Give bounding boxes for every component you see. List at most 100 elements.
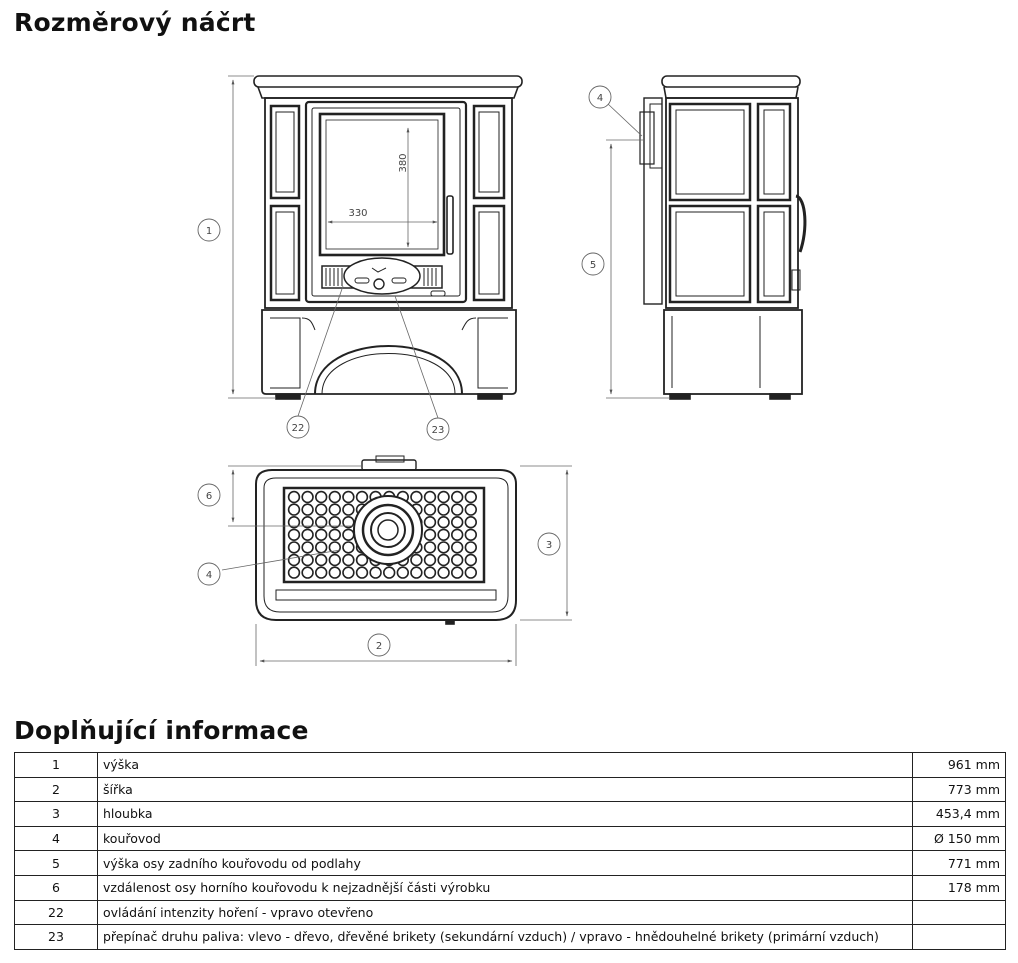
ring-decoration <box>287 490 301 504</box>
ring-decoration <box>437 541 450 554</box>
callout-22: 22 <box>286 415 310 439</box>
ring-decoration <box>464 541 477 554</box>
ring-decoration <box>383 566 396 579</box>
svg-text:4: 4 <box>206 570 212 581</box>
row-value <box>912 899 1006 926</box>
front-view <box>253 75 523 400</box>
ring-decoration <box>301 515 314 529</box>
callout-23: 23 <box>426 417 450 441</box>
ring-decoration <box>287 528 301 541</box>
ring-decoration <box>315 566 328 579</box>
ring-decoration <box>328 503 341 516</box>
ring-decoration <box>396 566 409 579</box>
ring-decoration <box>328 490 341 504</box>
svg-text:6: 6 <box>206 491 212 502</box>
ring-decoration <box>451 490 464 504</box>
ring-decoration <box>328 566 341 579</box>
callout-3: 3 <box>537 532 561 556</box>
ring-decoration <box>451 553 464 567</box>
ring-decoration <box>451 503 464 516</box>
ring-decoration <box>423 490 437 504</box>
row-number: 4 <box>14 825 98 852</box>
ring-decoration <box>287 503 301 516</box>
ring-decoration <box>315 541 328 554</box>
row-number: 3 <box>14 801 98 827</box>
ring-decoration <box>464 490 477 504</box>
ring-decoration <box>451 541 464 554</box>
ring-decoration <box>287 541 301 554</box>
section-title-info: Doplňující informace <box>14 716 309 745</box>
ring-decoration <box>410 566 423 579</box>
ring-decoration <box>464 566 477 579</box>
row-number: 22 <box>14 899 98 926</box>
top-view <box>255 455 517 625</box>
row-label: kouřovod <box>97 825 913 852</box>
row-number: 2 <box>14 776 98 803</box>
ring-decoration <box>342 515 355 529</box>
ring-decoration <box>437 515 450 529</box>
callout-4-side: 4 <box>588 85 612 109</box>
callout-1: 1 <box>197 218 221 242</box>
ring-decoration <box>315 503 328 516</box>
ring-decoration <box>437 553 450 567</box>
ring-decoration <box>301 490 314 504</box>
ring-decoration <box>328 553 341 567</box>
callout-5: 5 <box>581 252 605 276</box>
dimensional-sketch: 330 380 <box>197 75 807 666</box>
ring-decoration <box>423 541 437 554</box>
row-value: Ø 150 mm <box>912 825 1006 852</box>
ring-decoration <box>410 553 423 567</box>
dim-glass-height: 380 <box>398 153 409 172</box>
ring-decoration <box>451 528 464 541</box>
ring-decoration <box>315 490 328 504</box>
ring-decoration <box>437 490 450 504</box>
svg-text:5: 5 <box>590 260 596 271</box>
ring-decoration <box>451 566 464 579</box>
ring-decoration <box>464 528 477 541</box>
callout-4-top: 4 <box>197 562 221 586</box>
ring-decoration <box>315 553 328 567</box>
ring-decoration <box>315 528 328 541</box>
svg-text:2: 2 <box>376 641 382 652</box>
row-label: výška <box>97 752 913 778</box>
svg-text:22: 22 <box>292 423 305 434</box>
row-value: 771 mm <box>912 850 1006 876</box>
ring-decoration <box>287 566 301 579</box>
svg-text:4: 4 <box>597 93 603 104</box>
row-label: šířka <box>97 776 913 803</box>
svg-text:3: 3 <box>546 540 552 551</box>
row-value: 773 mm <box>912 776 1006 803</box>
row-value <box>912 924 1006 950</box>
row-number: 5 <box>14 850 98 876</box>
ring-decoration <box>301 553 314 567</box>
callout-2: 2 <box>367 633 391 657</box>
row-value: 178 mm <box>912 874 1006 901</box>
ring-decoration <box>287 553 301 567</box>
ring-decoration <box>342 541 355 554</box>
side-dimensions <box>606 103 670 399</box>
ring-decoration <box>423 515 437 529</box>
ring-decoration <box>423 528 437 541</box>
svg-text:23: 23 <box>432 425 445 436</box>
row-label: ovládání intenzity hoření - vpravo otevř… <box>97 899 913 926</box>
ring-decoration <box>301 566 314 579</box>
row-label: přepínač druhu paliva: vlevo - dřevo, dř… <box>97 924 913 950</box>
ring-decoration <box>464 515 477 529</box>
ring-decoration <box>355 490 369 504</box>
row-value: 961 mm <box>912 752 1006 778</box>
row-number: 23 <box>14 924 98 950</box>
ring-decoration <box>328 541 341 554</box>
row-label: vzdálenost osy horního kouřovodu k nejza… <box>97 874 913 901</box>
callout-6: 6 <box>197 483 221 507</box>
ring-decoration <box>369 566 382 579</box>
ring-decoration <box>342 528 355 541</box>
ring-decoration <box>328 528 341 541</box>
ring-decoration <box>423 566 437 579</box>
page-title: Rozměrový náčrt <box>14 8 256 37</box>
